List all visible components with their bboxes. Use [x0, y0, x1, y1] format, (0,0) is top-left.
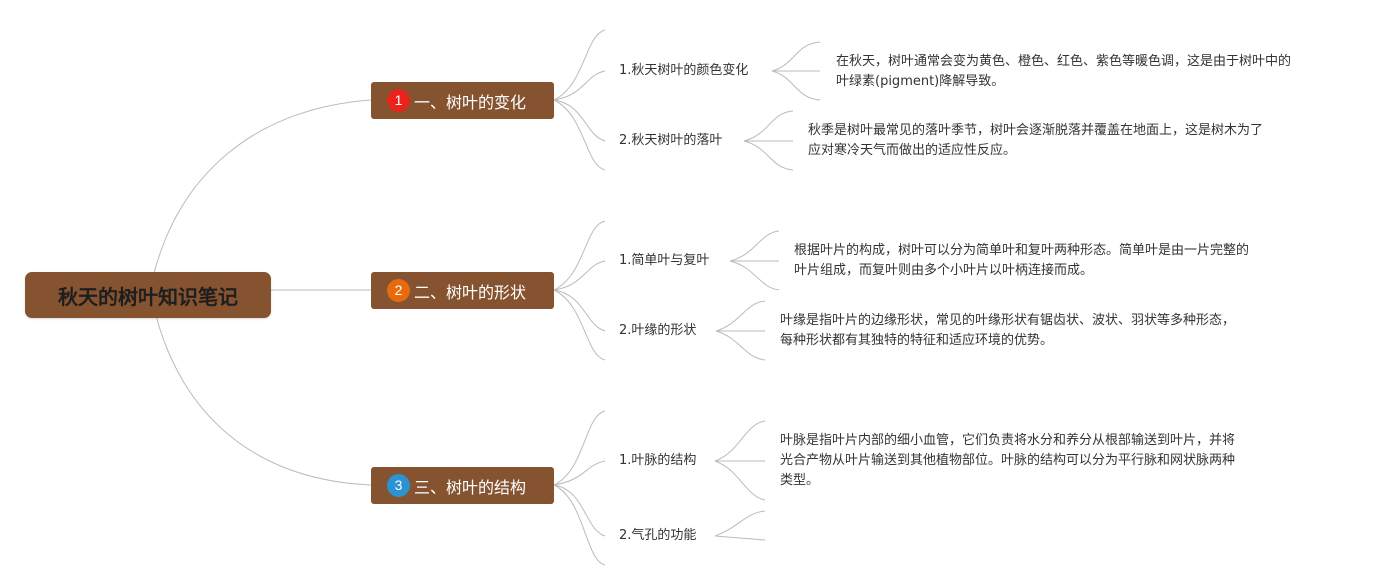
topic-1-2-note: 秋季是树叶最常见的落叶季节，树叶会逐渐脱落并覆盖在地面上，这是树木为了 应对寒冷… — [808, 121, 1263, 161]
topic-2-2[interactable]: 2.叶缘的形状 — [619, 323, 697, 338]
note-line: 叶绿素(pigment)降解导致。 — [836, 74, 1005, 89]
topic-3-1-note: 叶脉是指叶片内部的细小血管，它们负责将水分和养分从根部输送到叶片，并将 光合产物… — [780, 431, 1235, 491]
topic-1-1[interactable]: 1.秋天树叶的颜色变化 — [619, 63, 749, 78]
note-line: 类型。 — [780, 473, 820, 488]
link-topic-1-1-fan — [771, 41, 821, 101]
branch-label: 三、树叶的结构 — [414, 477, 527, 497]
link-topic-2-2-fan — [715, 300, 766, 361]
link-topic-1-2-fan — [743, 110, 794, 171]
topic-1-1-note: 在秋天，树叶通常会变为黄色、橙色、红色、紫色等暖色调，这是由于树叶中的 叶绿素(… — [836, 52, 1291, 92]
branch-node-2[interactable]: 2 二、树叶的形状 — [371, 272, 554, 309]
link-topic-2-1-fan — [729, 230, 780, 291]
link-branch-3-fan — [553, 410, 606, 566]
note-line: 叶片组成，而复叶则由多个小叶片以叶柄连接而成。 — [794, 263, 1094, 278]
topic-2-2-note: 叶缘是指叶片的边缘形状，常见的叶缘形状有锯齿状、波状、羽状等多种形态， 每种形状… — [780, 311, 1235, 351]
branch-node-1[interactable]: 1 一、树叶的变化 — [371, 82, 554, 119]
link-topic-3-2-fan — [714, 510, 766, 541]
topic-3-1[interactable]: 1.叶脉的结构 — [619, 453, 697, 468]
note-line: 应对寒冷天气而做出的适应性反应。 — [808, 143, 1017, 158]
note-line: 在秋天，树叶通常会变为黄色、橙色、红色、紫色等暖色调，这是由于树叶中的 — [836, 54, 1292, 69]
note-line: 光合产物从叶片输送到其他植物部位。叶脉的结构可以分为平行脉和网状脉两种 — [780, 453, 1236, 468]
note-line: 秋季是树叶最常见的落叶季节，树叶会逐渐脱落并覆盖在地面上，这是树木为了 — [808, 123, 1264, 138]
link-topic-3-1-fan — [714, 420, 766, 501]
topic-1-2[interactable]: 2.秋天树叶的落叶 — [619, 133, 723, 148]
number-badge-icon: 3 — [387, 474, 410, 497]
note-line: 叶缘是指叶片的边缘形状，常见的叶缘形状有锯齿状、波状、羽状等多种形态， — [780, 313, 1236, 328]
branch-node-3[interactable]: 3 三、树叶的结构 — [371, 467, 554, 504]
link-branch-2-fan — [553, 220, 606, 361]
branch-label: 二、树叶的形状 — [414, 282, 527, 302]
number-badge-icon: 1 — [387, 89, 410, 112]
note-line: 根据叶片的构成，树叶可以分为简单叶和复叶两种形态。简单叶是由一片完整的 — [794, 243, 1250, 258]
link-root-branch-3 — [149, 289, 372, 486]
link-branch-1-fan — [553, 29, 606, 171]
topic-2-1[interactable]: 1.简单叶与复叶 — [619, 253, 710, 268]
topic-2-1-note: 根据叶片的构成，树叶可以分为简单叶和复叶两种形态。简单叶是由一片完整的 叶片组成… — [794, 241, 1249, 281]
root-title: 秋天的树叶知识笔记 — [58, 284, 238, 309]
note-line: 叶脉是指叶片内部的细小血管，它们负责将水分和养分从根部输送到叶片，并将 — [780, 433, 1236, 448]
branch-label: 一、树叶的变化 — [414, 92, 527, 112]
topic-3-2[interactable]: 2.气孔的功能 — [619, 528, 697, 543]
number-badge-icon: 2 — [387, 279, 410, 302]
link-root-branch-1 — [149, 99, 372, 291]
root-node[interactable]: 秋天的树叶知识笔记 — [25, 272, 271, 318]
note-line: 每种形状都有其独特的特征和适应环境的优势。 — [780, 333, 1054, 348]
